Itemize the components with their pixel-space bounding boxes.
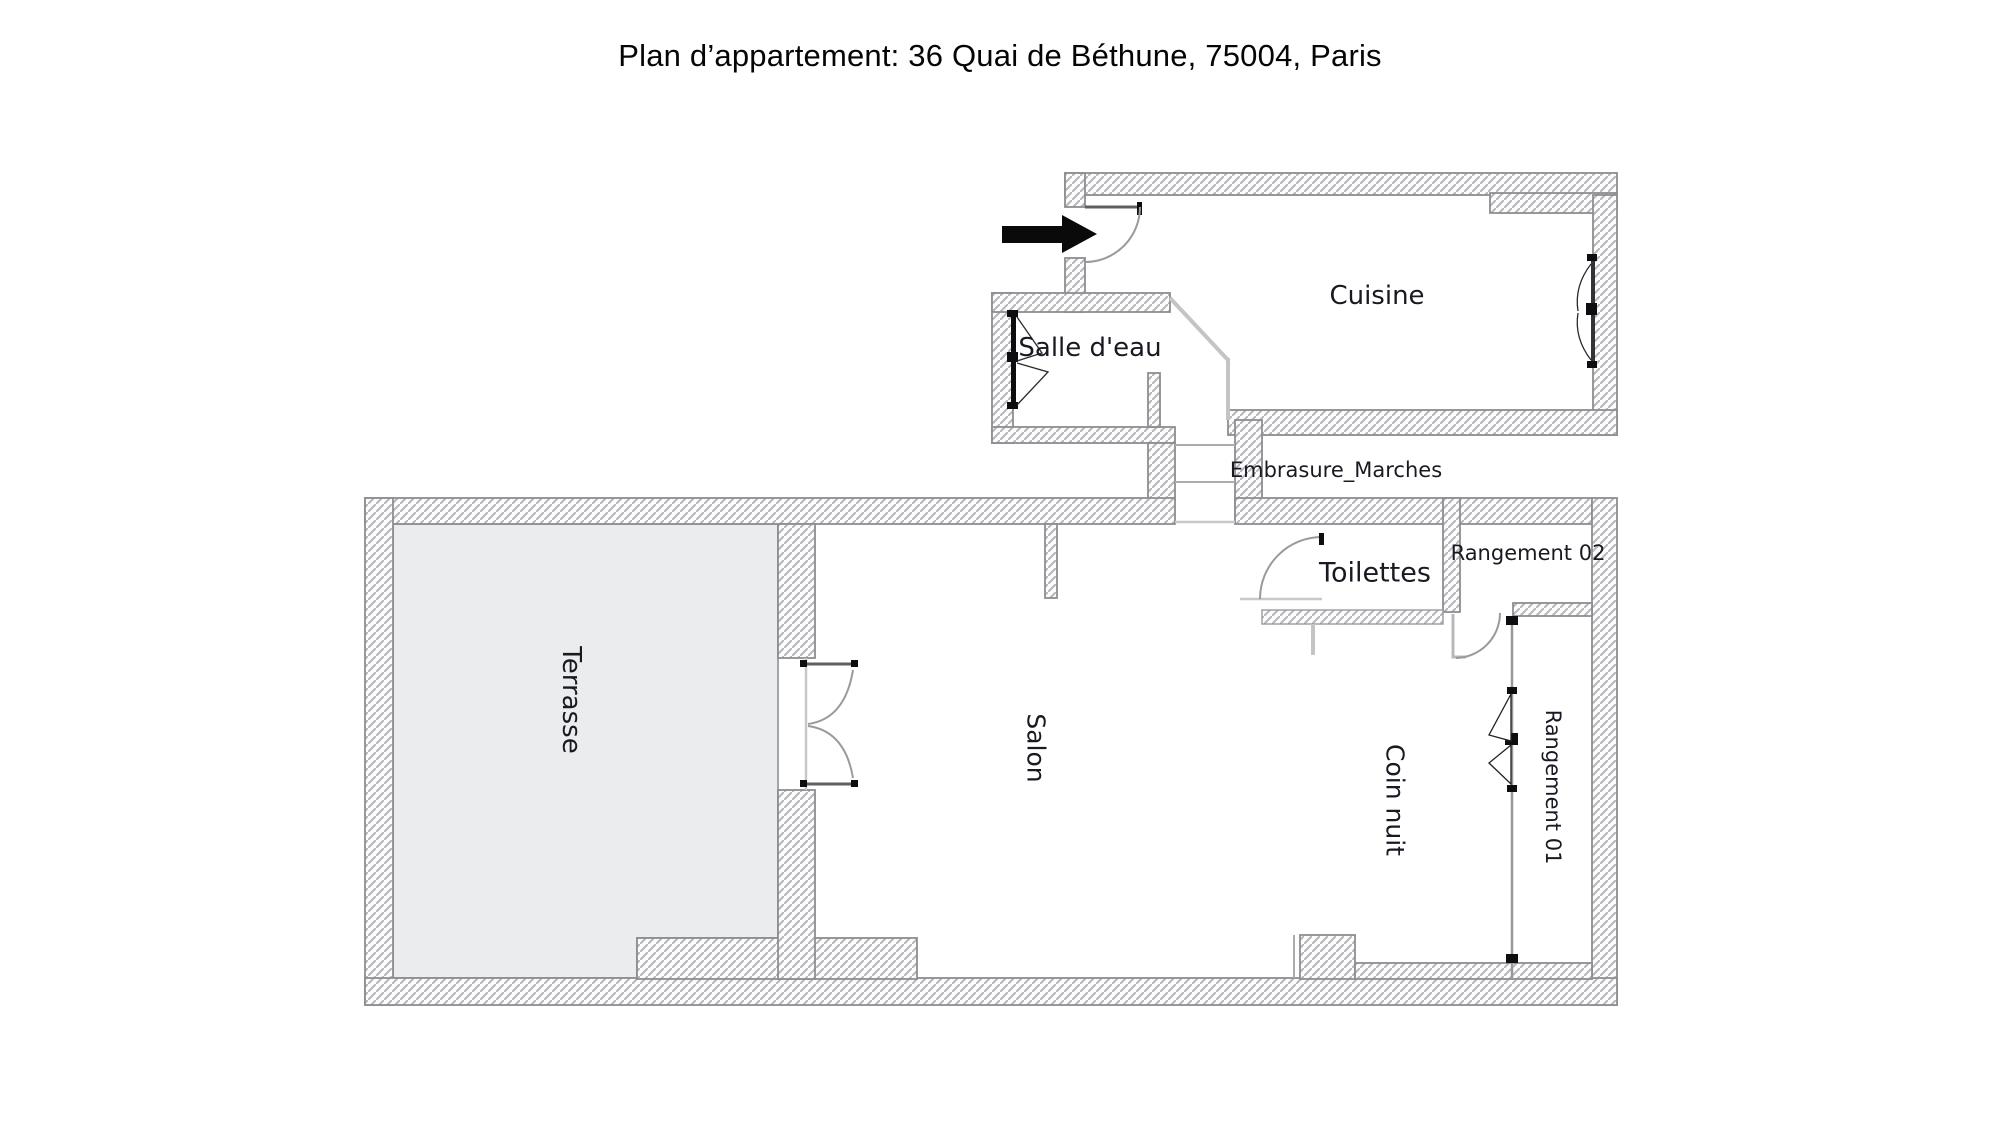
rangement02-door-arc bbox=[1455, 612, 1501, 659]
cuisine-window-cap-top bbox=[1587, 254, 1597, 261]
wall-salledeau-bottom bbox=[991, 426, 1176, 444]
folding-door-lower-panel bbox=[1488, 743, 1512, 786]
french-door-arc-lower bbox=[807, 725, 854, 779]
wall-bottom-block-coinnuit bbox=[1299, 934, 1356, 980]
wall-salledeau-top bbox=[991, 292, 1171, 313]
lower-block-walls bbox=[364, 497, 1618, 1006]
divider-cap-lower bbox=[1507, 785, 1517, 792]
toilettes-door bbox=[1259, 533, 1324, 600]
french-door-corner-tr bbox=[851, 660, 858, 667]
wall-salledeau-stub bbox=[1147, 372, 1161, 428]
wall-bottom-thick-mid bbox=[636, 937, 918, 980]
salledeau-window-casement-lower bbox=[1016, 362, 1050, 406]
cuisine-window-casement-upper bbox=[1576, 263, 1592, 312]
wall-cuisine-bottom bbox=[1227, 409, 1618, 436]
toilettes-door-tick bbox=[1319, 533, 1324, 545]
divider-cap-top bbox=[1506, 616, 1518, 625]
wall-toilettes-rangement02 bbox=[1442, 497, 1461, 613]
french-door-arc-upper bbox=[807, 669, 854, 725]
wall-terrasse-salon-upper bbox=[777, 523, 816, 659]
wall-stairs-left bbox=[1147, 442, 1176, 501]
room-label-rangement02: Rangement 02 bbox=[1451, 541, 1606, 565]
cuisine-window-casement-lower bbox=[1576, 312, 1592, 361]
divider-cap-bottom bbox=[1506, 954, 1518, 963]
terrasse-french-doors bbox=[800, 660, 858, 787]
toilettes-door-arc bbox=[1259, 536, 1323, 600]
salledeau-window-cap-top bbox=[1007, 310, 1018, 317]
entrance bbox=[1002, 202, 1142, 263]
room-labels: Cuisine Salle d'eau Embrasure_Marches To… bbox=[556, 281, 1605, 864]
partition-chamfer bbox=[1168, 296, 1230, 362]
salledeau-window-cap-mid bbox=[1007, 352, 1018, 362]
cuisine-window-cap-bottom bbox=[1587, 361, 1597, 368]
salledeau-window-cap-bottom bbox=[1007, 402, 1018, 409]
staircase-steps bbox=[1175, 444, 1235, 524]
french-door-corner-tl bbox=[800, 660, 807, 667]
wall-salon-stub bbox=[1044, 523, 1058, 599]
room-label-cuisine: Cuisine bbox=[1329, 281, 1424, 311]
room-label-rangement01: Rangement 01 bbox=[1541, 710, 1565, 865]
wall-cuisine-top bbox=[1064, 172, 1618, 196]
stairs-label-embrasure-marches: Embrasure_Marches bbox=[1230, 458, 1442, 483]
cuisine-window bbox=[1576, 254, 1597, 368]
rangement02-door-leaf bbox=[1451, 614, 1466, 659]
wall-toilettes-bottom-thin bbox=[1261, 609, 1444, 625]
french-door-corner-br bbox=[851, 780, 858, 787]
wall-entrance-left-upper bbox=[1064, 172, 1086, 208]
room-label-terrasse: Terrasse bbox=[556, 645, 586, 753]
wall-lower-top-right bbox=[1234, 497, 1593, 525]
french-door-corner-bl bbox=[800, 780, 807, 787]
wall-lower-bottom bbox=[364, 977, 1618, 1006]
divider-cap-upper bbox=[1507, 687, 1517, 694]
cuisine-window-cap-mid bbox=[1586, 303, 1597, 315]
gray-partitions bbox=[804, 296, 1322, 978]
rangement02-door bbox=[1451, 612, 1501, 659]
room-label-salle-deau: Salle d'eau bbox=[1018, 333, 1161, 363]
room-label-toilettes: Toilettes bbox=[1318, 558, 1431, 589]
room-label-coin-nuit: Coin nuit bbox=[1381, 744, 1410, 856]
wall-lower-right bbox=[1591, 497, 1618, 1006]
wall-bottom-right-raised bbox=[1354, 962, 1593, 980]
salledeau-window-casement-upper bbox=[1016, 316, 1044, 362]
room-label-salon: Salon bbox=[1022, 713, 1051, 782]
upper-block-walls bbox=[991, 172, 1618, 521]
coinnuit-rangement01-divider bbox=[1488, 616, 1518, 978]
entrance-door-arc bbox=[1084, 206, 1141, 263]
entrance-arrow bbox=[1002, 215, 1097, 253]
folding-door-upper-panel bbox=[1488, 693, 1512, 742]
wall-lower-left bbox=[364, 497, 394, 1006]
page-title: Plan d’appartement: 36 Quai de Béthune, … bbox=[618, 38, 1382, 73]
wall-lower-top-left bbox=[364, 497, 1176, 525]
wall-terrasse-salon-lower bbox=[777, 789, 816, 980]
wall-rangement02-bottom bbox=[1512, 602, 1593, 617]
salledeau-window bbox=[1007, 310, 1050, 409]
